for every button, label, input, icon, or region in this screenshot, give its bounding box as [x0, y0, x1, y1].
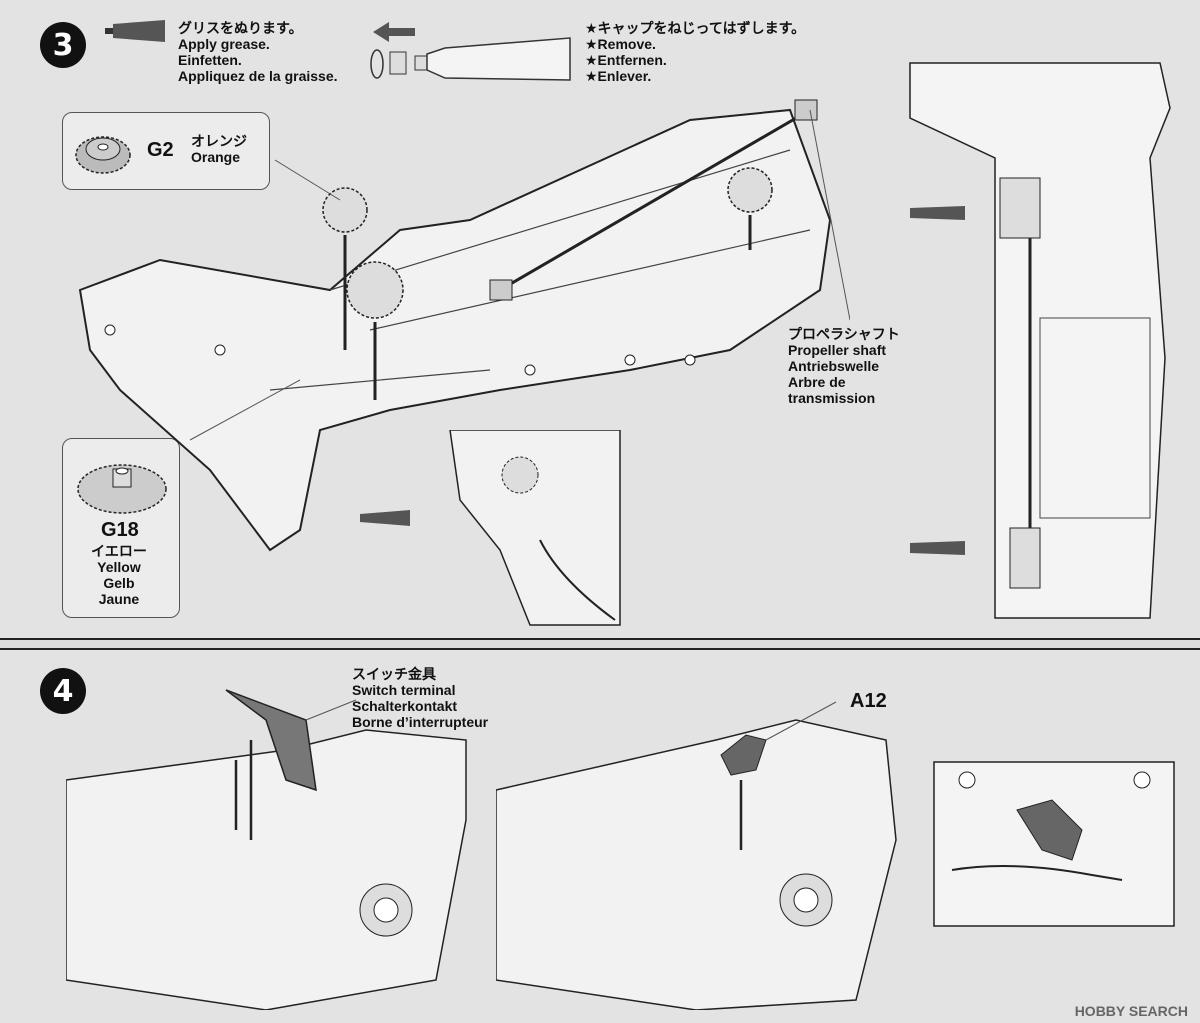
gear-g2-code: G2 — [147, 139, 174, 161]
cap-removal-illustration — [370, 22, 571, 81]
step-4-panel: 4 スイッチ金具 Switch terminal Schalterkontakt… — [0, 648, 1200, 1023]
switch-terminal-label: スイッチ金具 Switch terminal Schalterkontakt B… — [352, 666, 489, 730]
gear-g2-icon — [75, 136, 131, 174]
chassis-top-view — [909, 62, 1171, 619]
cap-instruction: ★キャップをねじってはずします。 ★Remove. ★Entfernen. ★E… — [585, 20, 806, 84]
gear-detail-inset — [360, 430, 621, 626]
step-number-3: 3 — [40, 22, 86, 68]
switch-detail-view — [933, 761, 1175, 927]
chassis-gear-assembly-illustration — [78, 99, 850, 552]
gear-g18-icon — [77, 464, 167, 514]
watermark-text: HOBBY SEARCH — [1074, 1003, 1188, 1019]
grease-instruction: グリスをぬります。 Apply grease. Einfetten. Appli… — [178, 20, 338, 84]
gear-g18-callout: G18 イエロー Yellow Gelb Jaune — [62, 438, 180, 618]
gear-g18-code: G18 — [101, 519, 139, 541]
part-a12-installation — [496, 701, 897, 1010]
part-a12-label: A12 — [850, 690, 887, 712]
gear-g2-callout: G2 オレンジ Orange — [62, 112, 270, 190]
step-number-4: 4 — [40, 668, 86, 714]
grease-tube-icon — [105, 20, 165, 42]
step-3-panel: 3 グリスをぬります。 Apply grease. Einfetten. App… — [0, 20, 1200, 640]
gear-g18-color: イエロー Yellow Gelb Jaune — [91, 543, 147, 607]
gear-g2-color: オレンジ Orange — [191, 133, 247, 165]
switch-terminal-installation — [66, 689, 467, 1010]
propeller-shaft-label: プロペラシャフト Propeller shaft Antriebswelle A… — [788, 326, 900, 406]
